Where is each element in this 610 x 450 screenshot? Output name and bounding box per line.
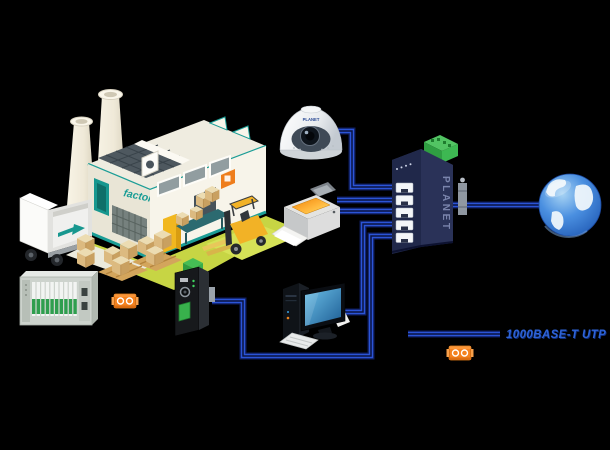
switch-brand-label: PLANET [440,176,451,232]
plc-controller [19,271,98,326]
desktop-pc [279,282,350,350]
switch-ports [395,182,414,243]
factory-left-wall: factory [87,150,160,260]
industrial-media-converter [174,258,215,337]
legend-label-shadow: 1000BASE-T UTP [507,330,607,342]
din-rail-clip [458,183,467,215]
camera-brand-label: PLANET [303,117,320,122]
pallets-and-boxes [76,229,182,281]
legend-cable-label: 1000BASE-T UTP [506,329,606,341]
internet-globe-icon [538,173,602,238]
legend: 1000BASE-T UTP 1000BASE-T UTP [408,329,607,361]
dome-camera: PLANET [279,105,343,160]
forklift [202,195,268,256]
legend-rj45-coupler-icon [445,345,475,361]
rj45-coupler-icon [110,293,140,309]
printer [271,182,340,247]
planet-industrial-switch: PLANET [391,135,467,254]
